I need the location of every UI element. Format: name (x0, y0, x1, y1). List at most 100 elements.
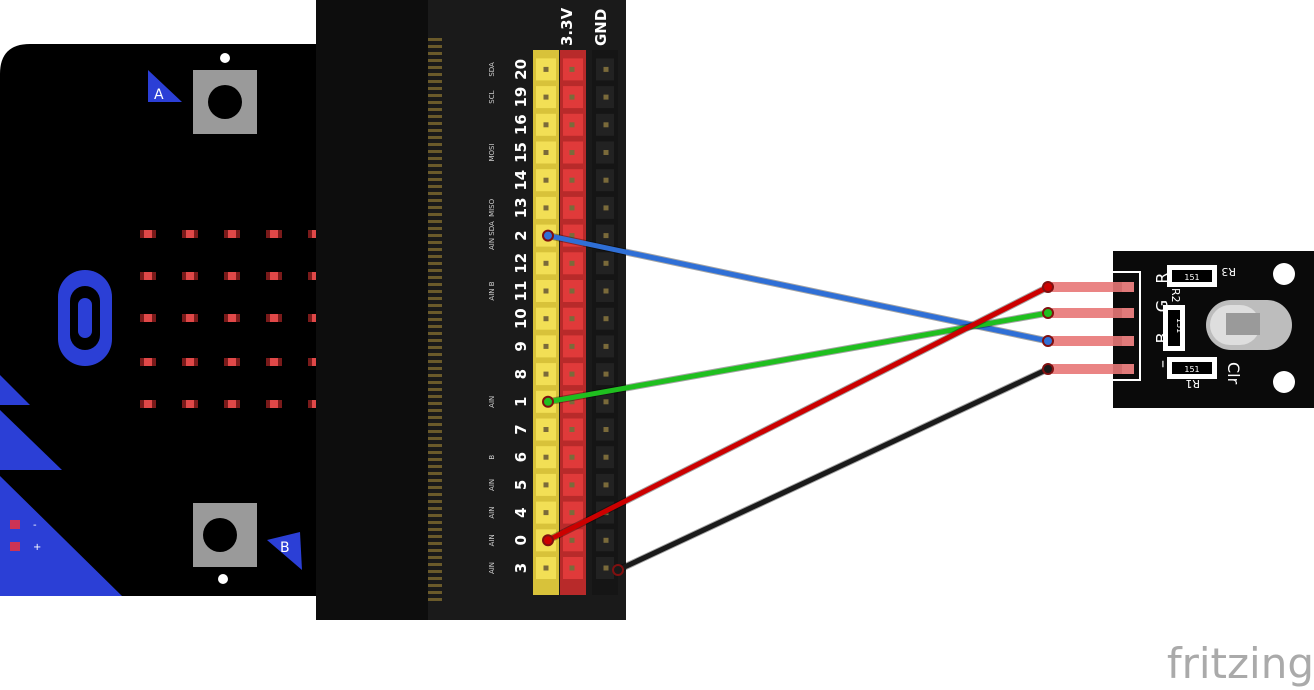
pin-function-label: AIN SDA (488, 221, 496, 250)
pin-function-label: AIN (488, 507, 496, 519)
mount-hole (220, 53, 230, 63)
button-a[interactable] (193, 70, 257, 134)
slot-contact (428, 234, 442, 237)
slot-contact (428, 360, 442, 363)
pin-function-label: AIN (488, 479, 496, 491)
pin-tip (569, 482, 575, 488)
pin-function-label: AIN B (488, 281, 496, 300)
slot-contact (428, 549, 442, 552)
pin-tip (543, 66, 549, 72)
slot-contact (428, 157, 442, 160)
slot-contact (428, 38, 442, 41)
led-pixel-core (144, 358, 152, 366)
pin-tip (603, 371, 609, 377)
resistor-value: 151 (1184, 273, 1199, 282)
slot-contact (428, 472, 442, 475)
edge-marker (0, 375, 30, 405)
wire-end (1042, 281, 1054, 293)
led-pixel-core (186, 314, 194, 322)
slot-contact (428, 115, 442, 118)
slot-contact (428, 262, 442, 265)
slot-contact (428, 311, 442, 314)
pin-label-3: 3 (512, 563, 530, 573)
pin-tip (603, 537, 609, 543)
pin-function-label: MISO (488, 198, 496, 217)
wire-end (1042, 335, 1054, 347)
slot-contact (428, 584, 442, 587)
slot-contact (428, 143, 442, 146)
slot-contact (428, 283, 442, 286)
rail-label-gnd: GND (592, 9, 610, 46)
pin-tip (543, 565, 549, 571)
pin-label-2: 2 (512, 230, 530, 240)
pin-tip (569, 537, 575, 543)
module-pin-label: – (1153, 360, 1172, 368)
slot-contact (428, 255, 442, 258)
pin-label-1: 1 (512, 397, 530, 407)
rail-label-3v3: 3.3V (558, 7, 576, 46)
wire-end (1042, 307, 1054, 319)
fritzing-logo: fritzing (1167, 639, 1314, 688)
pin-tip (569, 288, 575, 294)
slot-contact (428, 444, 442, 447)
pin-label-12: 12 (512, 253, 530, 274)
pin-tip (569, 177, 575, 183)
slot-contact (428, 395, 442, 398)
wire-2-to-B (545, 233, 1051, 344)
pin-tip (543, 510, 549, 516)
led-pixel-core (144, 230, 152, 238)
pin-label-0: 0 (512, 535, 530, 545)
slot-contact (428, 94, 442, 97)
module-pin-lead (1052, 364, 1134, 374)
pin-tip (569, 399, 575, 405)
slot-contact (428, 206, 442, 209)
pin-tip (603, 399, 609, 405)
slot-contact (428, 101, 442, 104)
button-a-marker: A (148, 70, 182, 103)
pin-tip (569, 454, 575, 460)
slot-contact (428, 297, 442, 300)
slot-contact (428, 108, 442, 111)
slot-contact (428, 80, 442, 83)
slot-contact (428, 136, 442, 139)
slot-contact (428, 409, 442, 412)
slot-contact (428, 199, 442, 202)
slot-contact (428, 129, 442, 132)
pin-tip (603, 288, 609, 294)
pin-tip (603, 177, 609, 183)
slot-contact (428, 374, 442, 377)
slot-contact (428, 220, 442, 223)
pin-tip (543, 343, 549, 349)
pin-tip (569, 205, 575, 211)
wires (542, 229, 1134, 576)
slot-contact (428, 241, 442, 244)
pin-label-8: 8 (512, 369, 530, 379)
slot-contact (428, 367, 442, 370)
slot-contact (428, 213, 442, 216)
slot-contact (428, 437, 442, 440)
wire-GND-to-– (615, 366, 1051, 573)
edge-connector-slot (428, 38, 442, 601)
button-b[interactable] (193, 503, 257, 567)
slot-contact (428, 290, 442, 293)
pin-tip (569, 427, 575, 432)
slot-contact (428, 535, 442, 538)
pin-function-label: AIN (488, 562, 496, 574)
pin-headers (533, 50, 618, 595)
pin-tip (603, 343, 609, 349)
pin-tip (543, 454, 549, 460)
pin-tip (569, 371, 575, 377)
power-minus-label: - (33, 520, 37, 531)
slot-contact (428, 500, 442, 503)
power-edge-marker (0, 476, 122, 596)
slot-contact (428, 458, 442, 461)
slot-contact (428, 346, 442, 349)
module-pin-lead (1052, 308, 1134, 318)
resistor-name: R1 (1185, 377, 1200, 390)
pin-tip (569, 260, 575, 266)
slot-contact (428, 87, 442, 90)
pin-function-label: AIN (488, 534, 496, 546)
